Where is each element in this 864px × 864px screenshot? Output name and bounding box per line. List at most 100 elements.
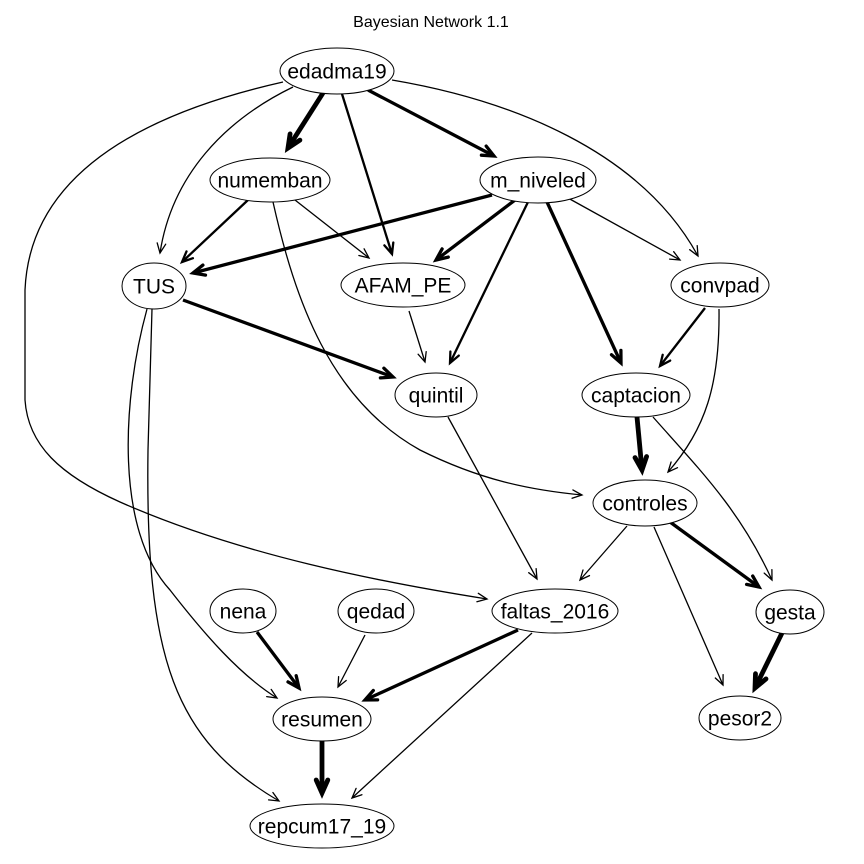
edge-qedad-to-resumen <box>337 634 366 689</box>
node-label: AFAM_PE <box>355 275 452 298</box>
node-controles: controles <box>592 479 698 527</box>
edge-edadma19-to-m-niveled <box>367 88 498 158</box>
arrowhead-icon <box>337 675 347 689</box>
edge-line <box>147 308 280 802</box>
arrowhead-icon <box>267 791 281 802</box>
arrowhead-icon <box>383 241 395 257</box>
edge-nena-to-resumen <box>255 631 302 692</box>
node-numemban: numemban <box>209 157 331 203</box>
edge-afam-pe-to-quintil <box>408 310 427 364</box>
edge-line <box>182 298 394 379</box>
edge-line <box>181 199 249 263</box>
node-label: pesor2 <box>708 708 772 731</box>
node-qedad: qedad <box>337 588 415 634</box>
arrowhead-icon <box>578 569 591 582</box>
arrowhead-icon <box>350 787 363 800</box>
node-quintil: quintil <box>394 372 478 418</box>
node-label: TUS <box>133 276 175 299</box>
node-ellipse <box>479 156 597 204</box>
node-afam-pe: AFAM_PE <box>340 262 466 308</box>
arrowhead-icon <box>284 131 303 153</box>
arrowhead-icon <box>668 251 682 261</box>
edge-tus-to-repcum17-19 <box>147 308 281 802</box>
arrowhead-icon <box>658 353 672 369</box>
node-tus: TUS <box>121 262 187 310</box>
arrowhead-icon <box>609 348 623 367</box>
edge-convpad-to-captacion <box>658 307 706 369</box>
node-ellipse <box>755 589 825 635</box>
arrowhead-icon <box>571 489 584 499</box>
edge-line <box>294 199 370 259</box>
node-repcum17-19: repcum17_19 <box>249 803 395 849</box>
edge-quintil-to-faltas-2016 <box>447 416 538 581</box>
edge-m-niveled-to-tus <box>189 193 493 277</box>
diagram-title: Bayesian Network 1.1 <box>353 14 509 31</box>
node-convpad: convpad <box>670 262 770 308</box>
edge-line <box>447 416 538 580</box>
edge-line <box>272 201 583 496</box>
edge-line <box>127 308 278 699</box>
edge-line <box>448 201 530 364</box>
edge-controles-to-gesta <box>669 520 763 590</box>
edge-convpad-to-controles <box>666 308 720 474</box>
edge-faltas-2016-to-resumen <box>361 628 519 702</box>
edge-line <box>285 91 326 150</box>
edge-line <box>634 416 645 471</box>
node-ellipse <box>394 372 478 418</box>
edge-line <box>192 193 493 275</box>
node-pesor2: pesor2 <box>698 695 782 741</box>
arrowhead-icon <box>189 263 208 277</box>
edge-line <box>391 79 699 257</box>
arrowhead-icon <box>179 250 195 264</box>
arrowhead-icon <box>448 350 460 366</box>
edge-tus-to-quintil <box>182 298 397 380</box>
edge-m-niveled-to-captacion <box>545 201 623 367</box>
arrowhead-icon <box>358 248 371 259</box>
edge-controles-to-pesor2 <box>653 526 724 687</box>
edge-numemban-to-controles <box>272 201 584 499</box>
edge-edadma19-to-numemban <box>284 91 326 153</box>
edge-controles-to-faltas-2016 <box>578 525 628 582</box>
node-ellipse <box>249 803 395 849</box>
edge-line <box>408 310 426 363</box>
arrowhead-icon <box>689 244 699 258</box>
edge-line <box>159 86 294 254</box>
edge-line <box>435 198 516 262</box>
node-ellipse <box>272 696 372 742</box>
node-captacion: captacion <box>581 372 691 418</box>
node-m-niveled: m_niveled <box>479 156 597 204</box>
edge-line <box>567 197 681 261</box>
node-ellipse <box>279 47 395 95</box>
node-ellipse <box>592 479 698 527</box>
node-label: numemban <box>217 170 322 193</box>
edge-edadma19-to-faltas-2016 <box>24 81 489 603</box>
node-label: resumen <box>281 709 363 732</box>
node-label: convpad <box>680 275 759 298</box>
node-resumen: resumen <box>272 696 372 742</box>
node-ellipse <box>670 262 770 308</box>
edge-gesta-to-pesor2 <box>752 631 785 694</box>
arrowhead-icon <box>479 144 498 158</box>
edge-m-niveled-to-convpad <box>567 197 682 261</box>
edge-edadma19-to-tus <box>156 86 294 255</box>
node-label: repcum17_19 <box>258 816 386 839</box>
edge-line <box>337 634 366 688</box>
arrowhead-icon <box>361 688 380 702</box>
edge-edadma19-to-afam-pe <box>340 93 395 257</box>
edge-line <box>653 526 724 686</box>
edge-tus-to-resumen <box>127 308 279 699</box>
arrowhead-icon <box>313 777 331 799</box>
edges-layer <box>24 79 785 802</box>
node-ellipse <box>209 157 331 203</box>
arrowhead-icon <box>744 574 763 590</box>
edge-line <box>24 81 488 600</box>
edge-numemban-to-afam-pe <box>294 199 371 259</box>
node-ellipse <box>121 262 187 310</box>
node-nena: nena <box>209 588 277 634</box>
node-label: gesta <box>764 602 816 625</box>
edge-m-niveled-to-quintil <box>448 201 530 366</box>
arrowhead-icon <box>632 454 649 476</box>
edge-line <box>545 201 623 364</box>
edge-line <box>367 88 495 158</box>
